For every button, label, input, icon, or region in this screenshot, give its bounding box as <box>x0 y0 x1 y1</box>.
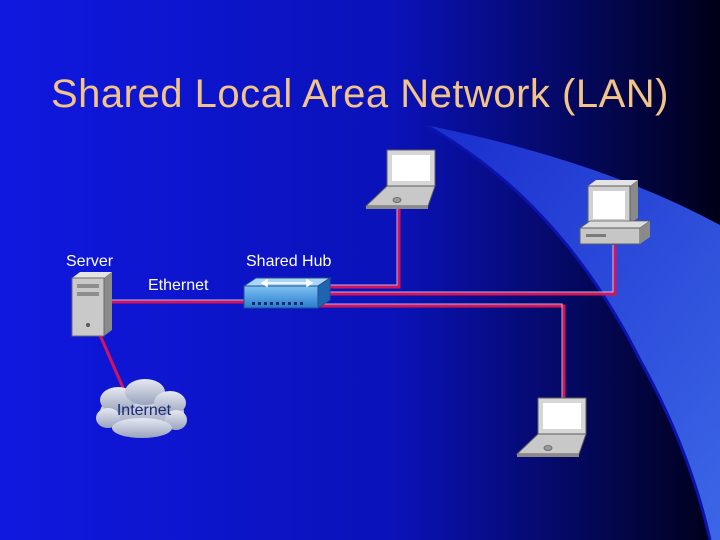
laptop-icon <box>364 149 436 209</box>
desktop-computer-icon <box>578 180 652 245</box>
server-label: Server <box>66 253 114 270</box>
slide-title: Shared Local Area Network (LAN) <box>51 72 669 116</box>
cable-server-internet <box>98 334 126 391</box>
server-tower-icon <box>71 272 112 337</box>
cable-hub-laptop-top <box>318 196 401 289</box>
shared-hub-label: Shared Hub <box>246 253 332 270</box>
hub-icon <box>242 277 332 309</box>
cloud-icon <box>96 379 187 438</box>
swoosh-edge <box>424 123 712 540</box>
cable-hub-desktop <box>318 245 617 296</box>
internet-label: Internet <box>116 402 172 419</box>
ethernet-label: Ethernet <box>148 277 209 294</box>
laptop-icon <box>515 397 587 457</box>
